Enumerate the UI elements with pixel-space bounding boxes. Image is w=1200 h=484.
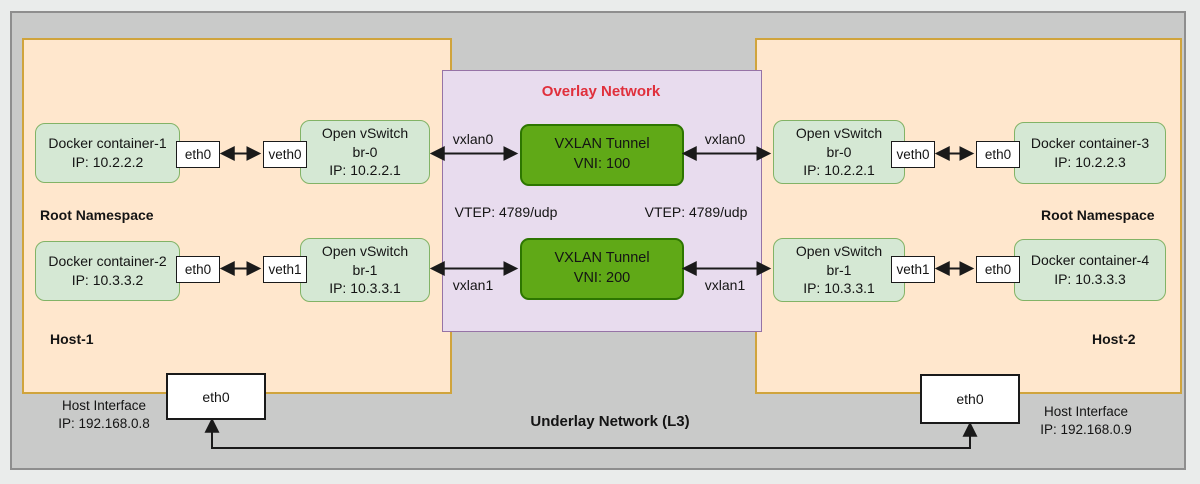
container-4-ip: IP: 10.3.3.3	[1054, 271, 1126, 287]
ovs-1-ip: IP: 10.2.2.1	[329, 162, 401, 179]
host-1-eth0-box: eth0	[166, 373, 266, 420]
container-1-ip: IP: 10.2.2.2	[71, 154, 144, 170]
vtep-label-right: VTEP: 4789/udp	[644, 204, 748, 220]
host-2-veth1-chip: veth1	[891, 256, 935, 283]
docker-container-1-box: Docker container-1 IP: 10.2.2.2	[35, 123, 180, 183]
host-1-ovs-br0-box: Open vSwitch br-0 IP: 10.2.2.1	[300, 120, 430, 184]
ovs-4-ip: IP: 10.3.3.1	[803, 280, 875, 297]
ovs-4-bridge: br-1	[826, 261, 852, 278]
host-2-eth0-box: eth0	[920, 374, 1020, 424]
ovs-1-bridge: br-0	[352, 143, 378, 160]
overlay-network-title: Overlay Network	[541, 83, 661, 100]
underlay-network-label: Underlay Network (L3)	[530, 413, 690, 430]
host-1-veth1-chip: veth1	[263, 256, 307, 283]
container-3-name: Docker container-3	[1030, 135, 1150, 152]
ovs-3-bridge: br-0	[826, 143, 852, 160]
host-1-interface-ip: IP: 192.168.0.8	[58, 415, 150, 431]
vxlan1-label-right: vxlan1	[704, 277, 746, 293]
host-2-label: Host-2	[1092, 331, 1136, 347]
ovs-3-ip: IP: 10.2.2.1	[803, 162, 875, 179]
host-2-root-namespace-label: Root Namespace	[1041, 207, 1155, 223]
vxlan-tunnel-vni-100-box: VXLAN Tunnel VNI: 100	[520, 124, 684, 186]
container-4-name: Docker container-4	[1030, 252, 1150, 269]
container-4-eth0-chip: eth0	[976, 256, 1020, 283]
container-1-name: Docker container-1	[48, 135, 167, 152]
container-1-eth0-chip: eth0	[176, 141, 220, 168]
vxlan0-label-right: vxlan0	[704, 131, 746, 147]
docker-container-2-box: Docker container-2 IP: 10.3.3.2	[35, 241, 180, 301]
host-2-veth0-chip: veth0	[891, 141, 935, 168]
host-1-veth0-chip: veth0	[263, 141, 307, 168]
vxlan0-label-left: vxlan0	[452, 131, 494, 147]
host-2-ovs-br0-box: Open vSwitch br-0 IP: 10.2.2.1	[773, 120, 905, 184]
host-1-root-namespace-label: Root Namespace	[40, 207, 154, 223]
host-2-interface-title: Host Interface	[1043, 404, 1129, 419]
host-1-box	[22, 38, 452, 394]
host-1-label: Host-1	[50, 331, 94, 347]
ovs-3-name: Open vSwitch	[795, 124, 883, 141]
ovs-2-bridge: br-1	[352, 261, 378, 278]
tunnel-2-name: VXLAN Tunnel	[554, 250, 650, 267]
tunnel-1-vni: VNI: 100	[573, 156, 631, 172]
container-3-ip: IP: 10.2.2.3	[1054, 154, 1126, 170]
container-2-ip: IP: 10.3.3.2	[71, 272, 144, 288]
ovs-2-ip: IP: 10.3.3.1	[329, 280, 401, 297]
host-2-ovs-br1-box: Open vSwitch br-1 IP: 10.3.3.1	[773, 238, 905, 302]
tunnel-1-name: VXLAN Tunnel	[554, 136, 650, 153]
host-1-interface-title: Host Interface	[61, 398, 147, 413]
docker-container-4-box: Docker container-4 IP: 10.3.3.3	[1014, 239, 1166, 301]
vxlan-tunnel-vni-200-box: VXLAN Tunnel VNI: 200	[520, 238, 684, 300]
vtep-label-left: VTEP: 4789/udp	[454, 204, 558, 220]
tunnel-2-vni: VNI: 200	[573, 270, 631, 286]
container-2-eth0-chip: eth0	[176, 256, 220, 283]
container-3-eth0-chip: eth0	[976, 141, 1020, 168]
host-2-interface-ip: IP: 192.168.0.9	[1040, 421, 1132, 437]
docker-container-3-box: Docker container-3 IP: 10.2.2.3	[1014, 122, 1166, 184]
host-1-ovs-br1-box: Open vSwitch br-1 IP: 10.3.3.1	[300, 238, 430, 302]
ovs-4-name: Open vSwitch	[795, 242, 883, 259]
host-2-interface-label: Host Interface IP: 192.168.0.9	[1020, 403, 1152, 439]
host-1-interface-label: Host Interface IP: 192.168.0.8	[38, 397, 170, 433]
ovs-2-name: Open vSwitch	[321, 242, 409, 259]
container-2-name: Docker container-2	[48, 253, 167, 270]
ovs-1-name: Open vSwitch	[321, 124, 409, 141]
vxlan1-label-left: vxlan1	[452, 277, 494, 293]
